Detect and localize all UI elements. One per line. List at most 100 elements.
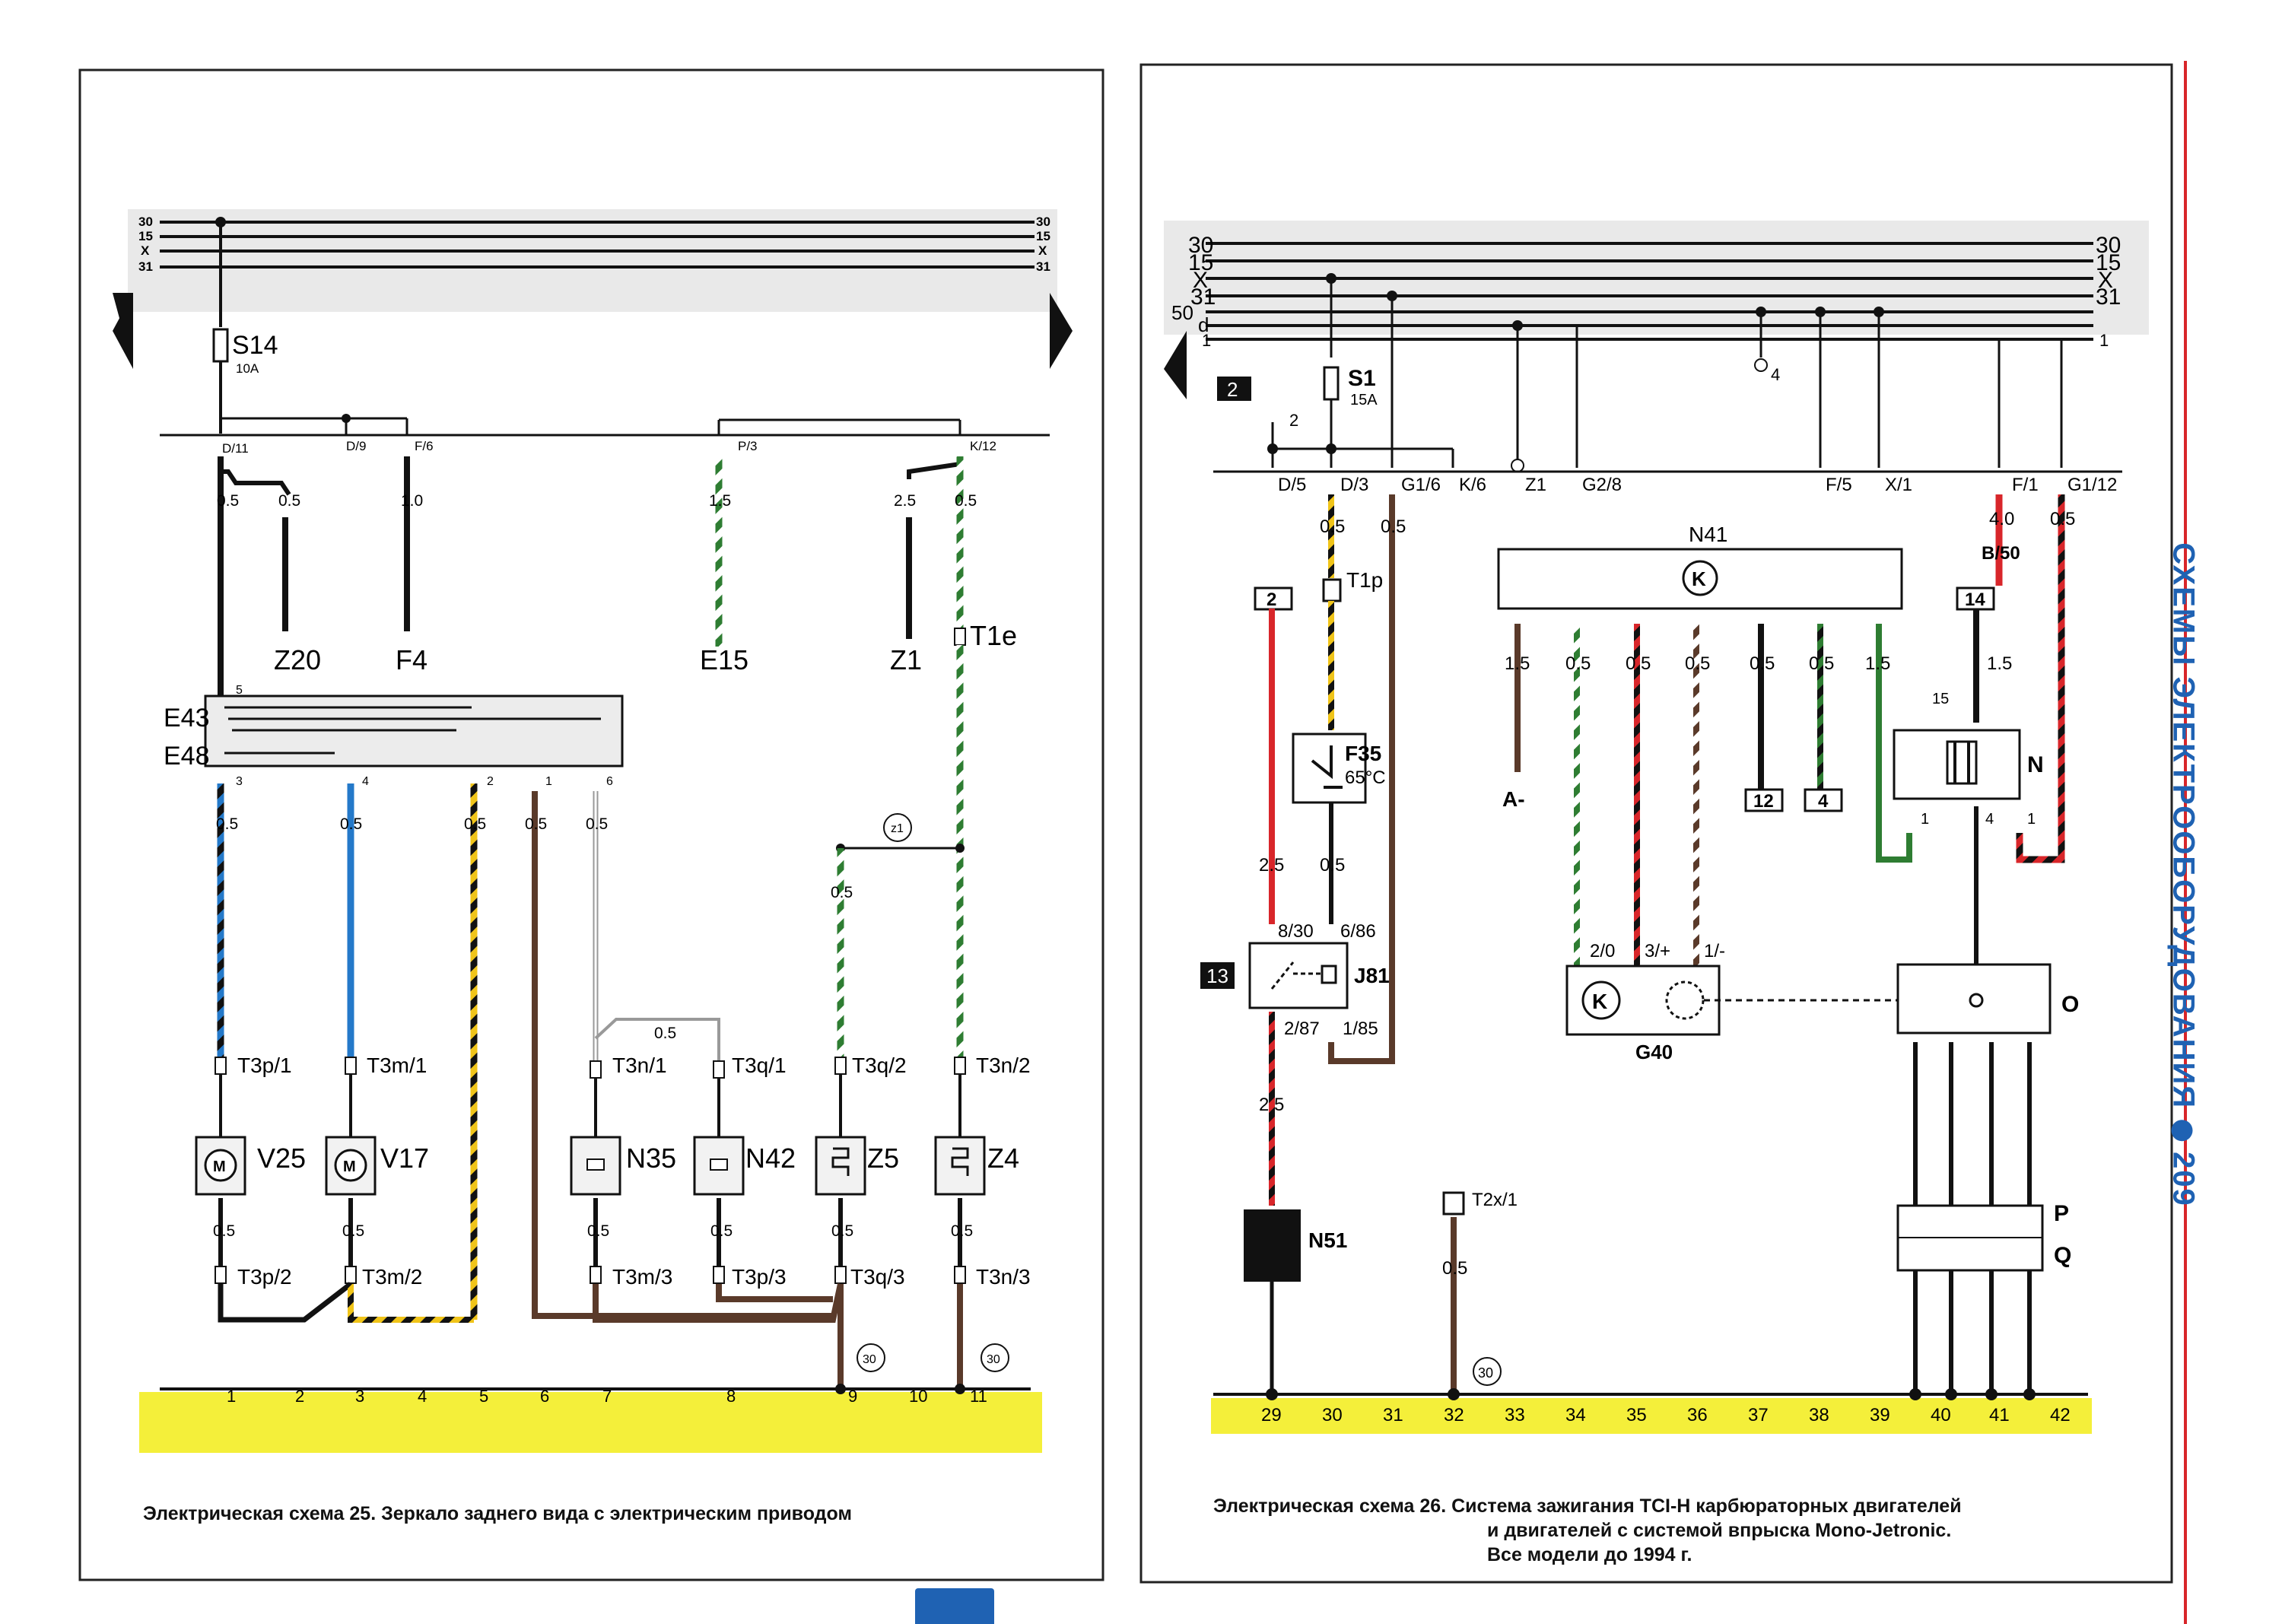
right-rail-label: 30 [1188, 233, 1213, 258]
connector-label: T3q/1 [732, 1054, 787, 1077]
left-frame [78, 68, 1104, 1581]
bus-number: 34 [1565, 1405, 1586, 1425]
left-rail-label: 31 [138, 259, 153, 274]
connector-t1p: T1p [1346, 568, 1383, 592]
wire-size: 0.5 [1809, 653, 1834, 674]
bus-number: 6 [540, 1387, 549, 1406]
left-rail-label: 30 [138, 215, 153, 229]
coil-label: N [2027, 752, 2044, 777]
ref-box-label: 13 [1206, 965, 1228, 987]
right-connector-label: F/5 [1826, 475, 1852, 495]
ref-box-label: 4 [1818, 791, 1829, 812]
bus-number: 10 [909, 1387, 927, 1406]
relay-pin: 8/30 [1278, 921, 1314, 942]
f35-temp: 65°C [1345, 768, 1386, 788]
right-rail-label-right: X [2098, 268, 2113, 293]
wire-size: 0.5 [1320, 516, 1345, 537]
relay-pin: 1/85 [1343, 1019, 1378, 1039]
wire-size: 0.5 [587, 1222, 609, 1240]
page-ref: 2 [1227, 378, 1238, 401]
bus-number: 30 [1322, 1405, 1343, 1425]
wire-size: 0.5 [342, 1222, 364, 1240]
connector-t2x: T2x/1 [1472, 1190, 1518, 1210]
left-rail-label-right: 15 [1036, 229, 1050, 243]
wire-size: 0.5 [1685, 653, 1710, 674]
left-connector-label: D/9 [346, 439, 366, 453]
connector-label: T3m/3 [612, 1265, 672, 1289]
bus-number: 3 [355, 1387, 364, 1406]
component-label: V17 [380, 1143, 429, 1174]
left-rail-label-right: 30 [1036, 215, 1050, 229]
wire-size: 0.5 [217, 492, 239, 510]
left-connector-label: F/6 [415, 439, 434, 453]
left-arrow-icon-2 [113, 293, 133, 369]
small-label: 2 [1289, 411, 1298, 430]
right-rail-label-right: 30 [2096, 233, 2121, 258]
wire-size: 0.5 [525, 815, 547, 833]
bus-number: 4 [418, 1387, 427, 1406]
left-connector-label: K/12 [970, 439, 996, 453]
resistor-icon [586, 1158, 605, 1171]
right-connector-label: X/1 [1885, 475, 1912, 495]
thermo-switch-f35 [1292, 733, 1367, 804]
bus-number: 11 [970, 1387, 987, 1406]
right-arrow-icon [1050, 293, 1073, 369]
right-rail-label: 15 [1188, 250, 1213, 275]
bus-number: 35 [1626, 1405, 1647, 1425]
heating-element-icon [951, 1147, 969, 1176]
right-connector-label: Z1 [1525, 475, 1546, 495]
g40-pin: 2/0 [1590, 941, 1615, 961]
junction-z1 [883, 813, 912, 842]
ref-f4: F4 [396, 644, 427, 675]
a-minus-label: A- [1502, 787, 1525, 811]
page-number: 209 [2166, 1152, 2201, 1207]
connector-label: T3n/1 [612, 1054, 667, 1077]
left-caption: Электрическая схема 25. Зеркало заднего … [143, 1503, 852, 1524]
f35-label: F35 [1345, 742, 1381, 765]
wire-size: 0.5 [1565, 653, 1591, 674]
right-rail-label: d [1198, 313, 1209, 336]
connector-label: T3p/1 [237, 1054, 292, 1077]
fuse-s14 [212, 328, 229, 363]
ref-b50: B/50 [1982, 543, 2020, 564]
wire-size: 0.5 [1750, 653, 1775, 674]
connector-label: T3n/2 [976, 1054, 1031, 1077]
bus-number: 31 [1383, 1405, 1403, 1425]
left-connector-label: P/3 [738, 439, 758, 453]
electronic-icon [1581, 980, 1621, 1020]
wire-size: 1.5 [1987, 653, 2012, 674]
g40-label: G40 [1635, 1041, 1673, 1063]
ref-t1e: T1e [970, 620, 1017, 651]
page-ref-box [1217, 377, 1251, 401]
right-frame [1139, 63, 2173, 1584]
junction-label: z1 [891, 822, 904, 835]
resistor-icon [710, 1158, 728, 1171]
left-diagram: 30 15 X 31 30 15 X 31 S14 10A D/11 D/9 F… [78, 68, 1104, 1581]
motor-icon [334, 1149, 367, 1182]
left-rail-label: 15 [138, 229, 153, 243]
switch-pin: 2 [487, 775, 494, 788]
coil-pin: 15 [1932, 691, 1949, 707]
wire-size: 0.5 [955, 492, 977, 510]
wire-size: 0.5 [213, 1222, 235, 1240]
coil-pin: 1 [1921, 811, 1929, 828]
left-rail-label: X [141, 243, 150, 258]
switch-label: E43 [164, 704, 210, 733]
switch-pin: 5 [236, 684, 243, 697]
sidebar-title-text: СХЕМЫ ЭЛЕКТРООБОРУДОВАНИЯ [2166, 542, 2201, 1110]
wire-size: 4.0 [1989, 509, 2014, 529]
right-diagram: 30 15 X 31 50 d 1 30 15 X 31 1 2 [1139, 63, 2173, 1584]
bus-number: 7 [602, 1387, 612, 1406]
wire-size: 2.5 [1259, 855, 1284, 876]
right-rail-label: 50 [1171, 301, 1193, 324]
bus-number: 37 [1748, 1405, 1769, 1425]
bullet-icon [2171, 1120, 2193, 1142]
right-connector-label: F/1 [2012, 475, 2039, 495]
bus-number: 42 [2050, 1405, 2071, 1425]
component-label: N35 [626, 1143, 676, 1174]
wire-size: 0.5 [1381, 516, 1406, 537]
wire-size: 0.5 [831, 1222, 853, 1240]
connector-label: T3m/2 [362, 1265, 422, 1289]
connector-label: T3m/1 [367, 1054, 427, 1077]
